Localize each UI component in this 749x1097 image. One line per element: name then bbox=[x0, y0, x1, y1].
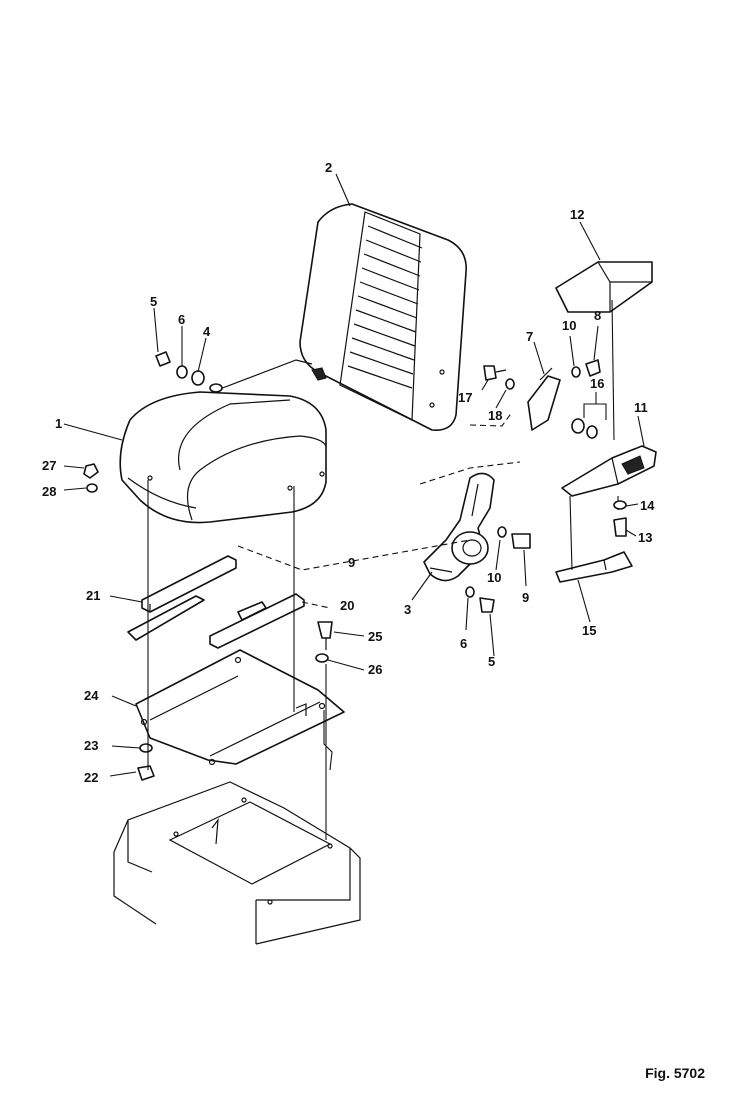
callout-7: 7 bbox=[526, 329, 533, 344]
callout-5-top: 5 bbox=[150, 294, 157, 309]
callout-11: 11 bbox=[634, 400, 648, 415]
armrest-pad bbox=[555, 261, 653, 441]
callout-8: 8 bbox=[594, 308, 601, 323]
callout-9-right: 9 bbox=[522, 590, 529, 605]
callout-15: 15 bbox=[582, 623, 596, 638]
callout-17: 17 bbox=[458, 390, 472, 405]
adjust-lever bbox=[555, 551, 633, 583]
slide-rails bbox=[127, 555, 305, 649]
callout-10-lower: 10 bbox=[487, 570, 501, 585]
mount-plate bbox=[135, 649, 345, 766]
callout-2: 2 bbox=[325, 160, 332, 175]
callout-6-top: 6 bbox=[178, 312, 185, 327]
callout-13: 13 bbox=[638, 530, 652, 545]
callout-22: 22 bbox=[84, 770, 98, 785]
callout-23: 23 bbox=[84, 738, 98, 753]
seat-back bbox=[299, 203, 467, 432]
seat-cushion bbox=[119, 391, 327, 524]
callout-4: 4 bbox=[203, 324, 211, 339]
arm-bracket bbox=[561, 445, 657, 497]
leader-lines bbox=[63, 173, 645, 777]
callout-3: 3 bbox=[404, 602, 411, 617]
callout-1: 1 bbox=[55, 416, 62, 431]
callout-5-lower: 5 bbox=[488, 654, 495, 669]
callout-27: 27 bbox=[42, 458, 56, 473]
callout-25: 25 bbox=[368, 629, 382, 644]
callout-6-lower: 6 bbox=[460, 636, 467, 651]
callout-16: 16 bbox=[590, 376, 604, 391]
callout-26: 26 bbox=[368, 662, 382, 677]
callout-18: 18 bbox=[488, 408, 502, 423]
callout-14: 14 bbox=[640, 498, 655, 513]
callout-10-top: 10 bbox=[562, 318, 576, 333]
callout-21: 21 bbox=[86, 588, 100, 603]
seat-base-box bbox=[113, 781, 361, 945]
fasteners bbox=[83, 351, 627, 781]
alignment-lines bbox=[147, 480, 471, 840]
callout-28: 28 bbox=[42, 484, 56, 499]
callout-9-left: 9 bbox=[348, 555, 355, 570]
callout-12: 12 bbox=[570, 207, 584, 222]
callout-24: 24 bbox=[84, 688, 99, 703]
figure-caption: Fig. 5702 bbox=[645, 1065, 705, 1081]
callout-labels: 2 12 5 6 4 7 10 8 16 17 18 11 1 27 28 14… bbox=[42, 160, 655, 785]
callout-20: 20 bbox=[340, 598, 354, 613]
seat-back-ribs bbox=[347, 225, 423, 389]
recline-bracket bbox=[423, 472, 495, 582]
